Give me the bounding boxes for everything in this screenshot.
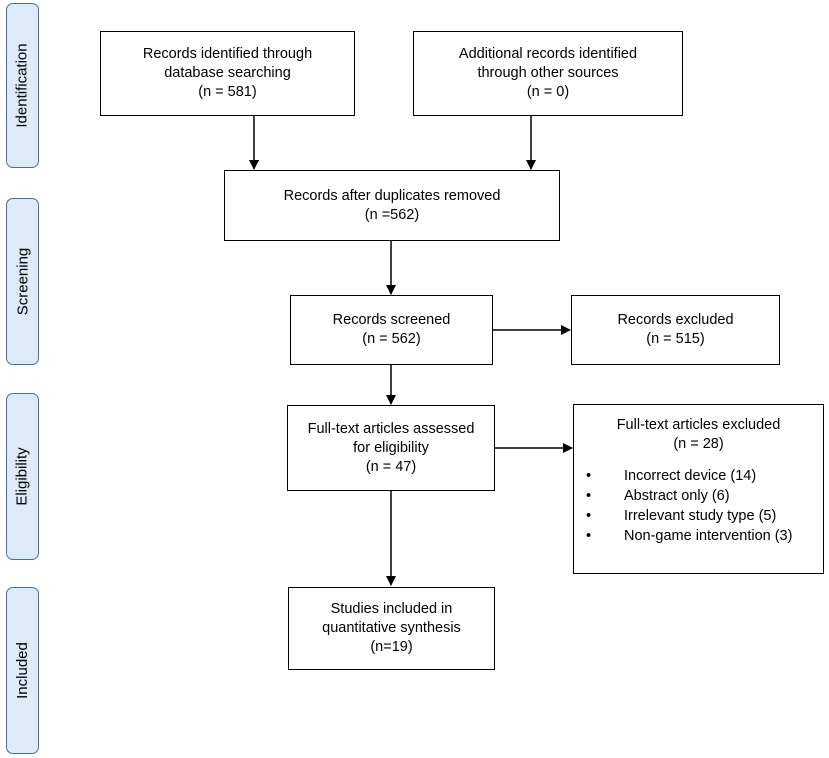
exclusion-reason-item: Irrelevant study type (5) [586, 506, 792, 526]
box-other-line2: through other sources [477, 65, 619, 81]
exclusion-reason-item: Incorrect device (14) [586, 466, 792, 486]
stage-screening: Screening [6, 198, 39, 365]
box-included-line1: Studies included in [330, 601, 453, 617]
exclusion-reasons-list: Incorrect device (14) Abstract only (6) … [574, 466, 792, 546]
box-fulltext-line2: for eligibility [353, 439, 429, 456]
box-records-excluded: Records excluded (n = 515) [571, 295, 780, 365]
box-excluded-line1: Records excluded [617, 312, 734, 328]
box-database-count: (n = 581) [198, 84, 257, 100]
box-screened-count: (n = 562) [362, 331, 421, 347]
stage-included: Included [6, 587, 39, 754]
box-fulltext-count: (n = 47) [365, 458, 417, 475]
exclusion-reason-item: Non-game intervention (3) [586, 526, 792, 546]
box-records-screened: Records screened (n = 562) [290, 295, 493, 365]
box-duplicates-line1: Records after duplicates removed [283, 187, 501, 204]
box-included-line2: quantitative synthesis [322, 620, 461, 636]
stage-identification: Identification [6, 3, 39, 168]
box-excluded-count: (n = 515) [646, 331, 705, 347]
box-other-count: (n = 0) [526, 84, 570, 100]
box-fulltext-line1: Full-text articles assessed [307, 420, 475, 437]
box-studies-included: Studies included in quantitative synthes… [288, 587, 495, 670]
box-included-count: (n=19) [370, 639, 413, 655]
box-fulltext-assessed: Full-text articles assessed for eligibil… [287, 405, 495, 491]
box-fulltext-excluded: Full-text articles excluded (n = 28) Inc… [573, 404, 824, 574]
box-duplicates-removed: Records after duplicates removed (n =562… [224, 170, 560, 241]
box-database-line1: Records identified through [142, 46, 313, 62]
box-duplicates-count: (n =562) [364, 206, 420, 223]
box-fulltext-excluded-line1: Full-text articles excluded [616, 417, 781, 433]
box-other-sources: Additional records identified through ot… [413, 31, 683, 116]
box-fulltext-excluded-count: (n = 28) [673, 436, 724, 452]
box-screened-line1: Records screened [332, 312, 451, 328]
stage-eligibility: Eligibility [6, 393, 39, 560]
box-other-line1: Additional records identified [458, 46, 638, 62]
exclusion-reason-item: Abstract only (6) [586, 486, 792, 506]
box-database-records: Records identified through database sear… [100, 31, 355, 116]
box-database-line2: database searching [164, 65, 291, 81]
